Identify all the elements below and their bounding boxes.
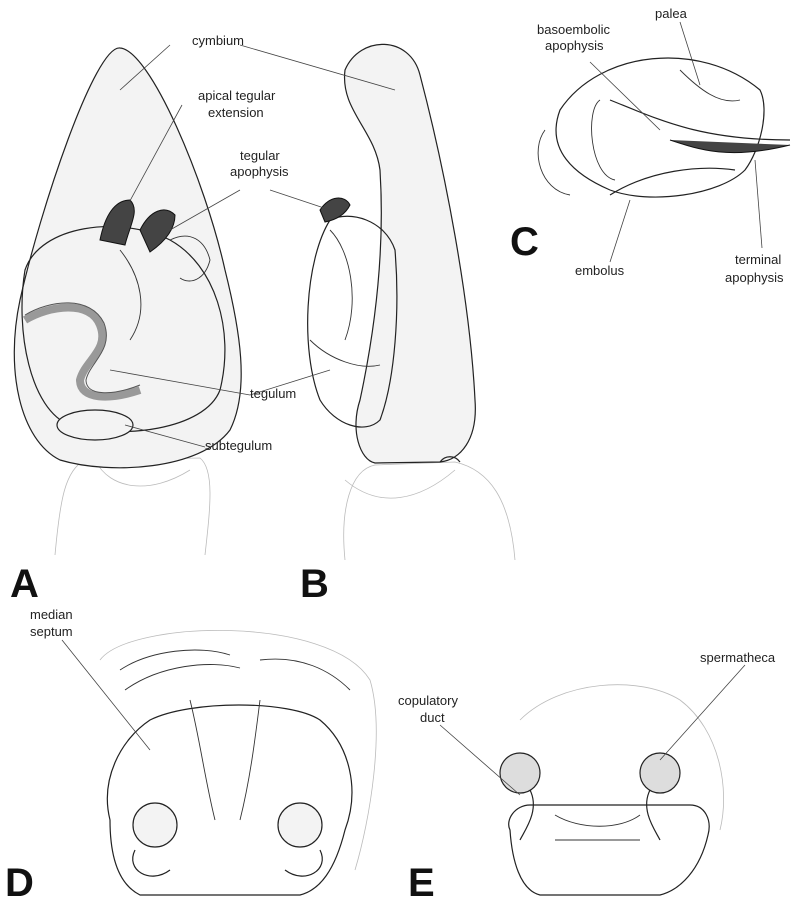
panel-letter-d: D	[5, 861, 34, 901]
label-palea: palea	[655, 6, 688, 21]
cymbium-b	[345, 44, 476, 463]
label-median-septum-line1: median	[30, 607, 73, 622]
label-spermatheca: spermatheca	[700, 650, 776, 665]
label-copulatory-duct-line2: duct	[420, 710, 445, 725]
label-basoembolic-apophysis-line1: basoembolic	[537, 22, 610, 37]
label-tegulum: tegulum	[250, 386, 296, 401]
panel-e-drawing	[500, 685, 724, 895]
label-apical-tegular-extension-line1: apical tegular	[198, 88, 276, 103]
panel-letter-c: C	[510, 220, 539, 264]
label-subtegulum: subtegulum	[205, 438, 272, 453]
panel-letter-a: A	[10, 562, 39, 606]
label-terminal-apophysis-line2: apophysis	[725, 270, 784, 285]
label-median-septum-line2: septum	[30, 624, 73, 639]
panel-a-drawing	[14, 48, 241, 555]
label-tegular-apophysis-line2: apophysis	[230, 164, 289, 179]
label-tegular-apophysis-line1: tegular	[240, 148, 280, 163]
label-basoembolic-apophysis-line2: apophysis	[545, 38, 604, 53]
panel-letter-b: B	[300, 562, 329, 606]
panel-letter-e: E	[408, 861, 435, 901]
label-apical-tegular-extension-line2: extension	[208, 105, 264, 120]
panel-b-drawing	[308, 44, 515, 560]
panel-d-drawing	[100, 630, 376, 895]
label-copulatory-duct-line1: copulatory	[398, 693, 458, 708]
panel-c-drawing	[538, 58, 790, 197]
label-terminal-apophysis-line1: terminal	[735, 252, 781, 267]
label-cymbium: cymbium	[192, 33, 244, 48]
label-embolus: embolus	[575, 263, 625, 278]
